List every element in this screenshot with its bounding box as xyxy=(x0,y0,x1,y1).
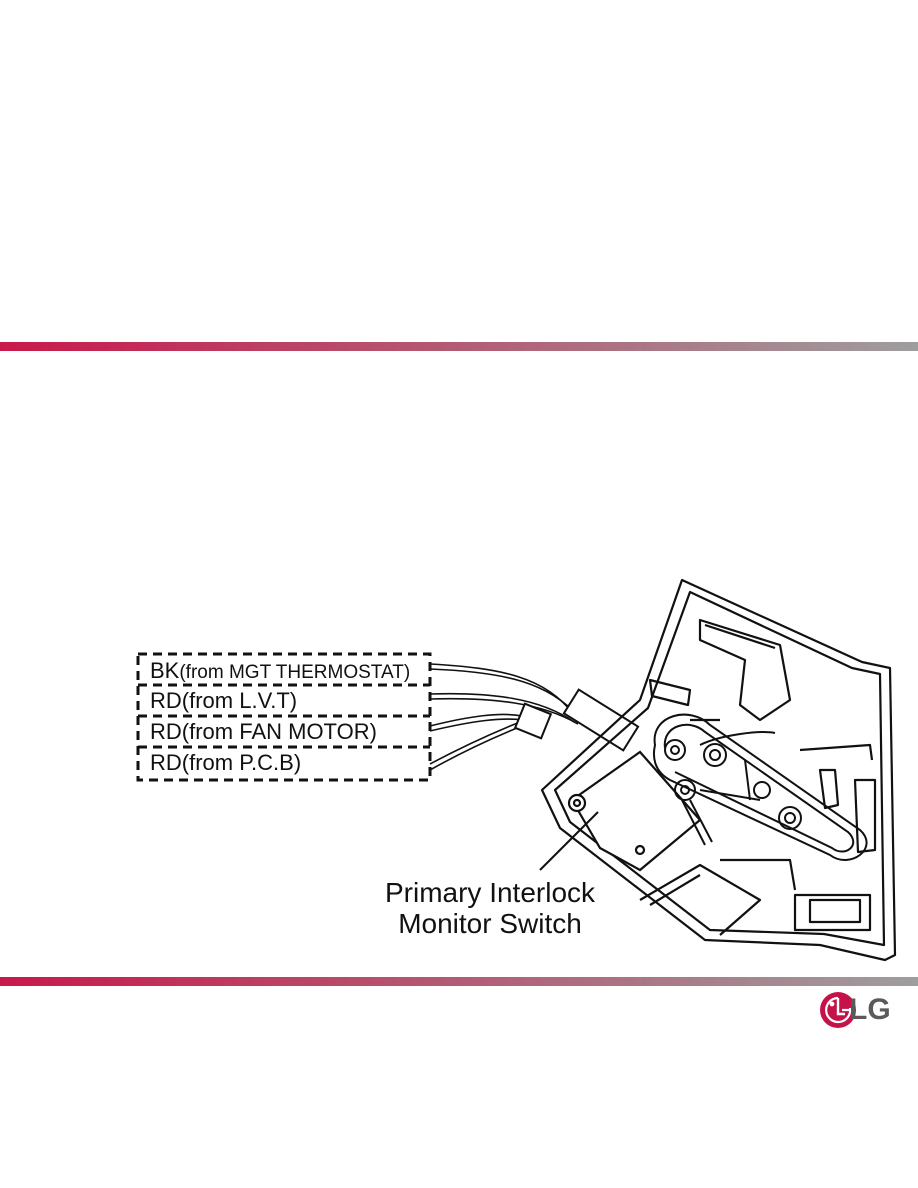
wire-code-1: BK xyxy=(150,658,180,683)
callout-line-2: Monitor Switch xyxy=(398,908,582,940)
wire-source-3: (from FAN MOTOR) xyxy=(181,719,377,744)
wire-label-3: RD(from FAN MOTOR) xyxy=(150,721,377,743)
bottom-divider-bar xyxy=(0,977,918,986)
wire-label-4: RD(from P.C.B) xyxy=(150,752,301,774)
callout-label: Primary Interlock Monitor Switch xyxy=(360,877,620,940)
connector-blocks xyxy=(513,688,640,752)
callout-line-1: Primary Interlock xyxy=(384,877,596,908)
wire-code-2: RD xyxy=(150,688,182,713)
wire-source-4: (from P.C.B) xyxy=(181,750,302,775)
wire-code-3: RD xyxy=(150,719,182,744)
wire-source-2: (from L.V.T) xyxy=(181,688,298,713)
top-divider-bar xyxy=(0,342,918,351)
callout-leader xyxy=(539,811,599,871)
switch-body xyxy=(567,750,702,872)
wire-source-1: (from MGT THERMOSTAT) xyxy=(179,662,411,683)
housing xyxy=(540,578,897,962)
interlock-switch-diagram xyxy=(136,578,897,962)
lg-face-icon xyxy=(820,992,856,1028)
lever-mechanism xyxy=(652,713,868,861)
wire-label-2: RD(from L.V.T) xyxy=(150,690,297,712)
wire-label-1: BK(from MGT THERMOSTAT) xyxy=(150,658,411,683)
wire-label-box xyxy=(136,652,432,782)
wire-code-4: RD xyxy=(150,750,182,775)
wires xyxy=(429,663,581,771)
lg-logo-text: LG xyxy=(849,993,891,1026)
